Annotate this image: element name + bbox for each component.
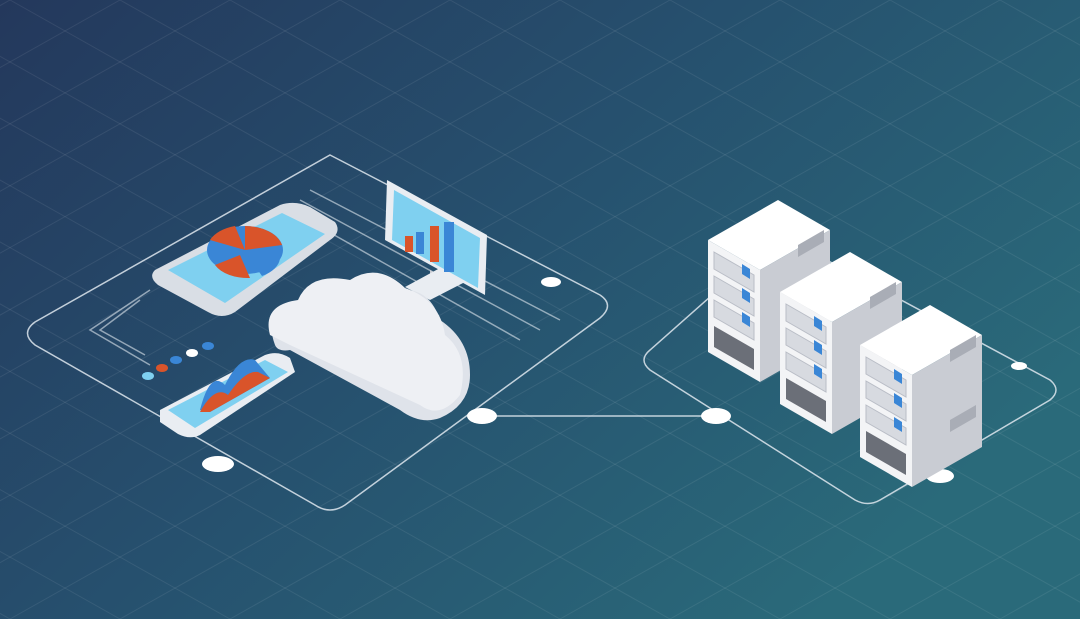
node	[202, 342, 214, 350]
node	[186, 349, 198, 357]
node	[170, 356, 182, 364]
grid-line	[0, 0, 341, 192]
node	[142, 372, 154, 380]
node	[467, 408, 497, 424]
right-circuit-outline	[643, 234, 1057, 505]
grid-line	[0, 55, 1001, 619]
monitor-bar-chart	[385, 180, 487, 300]
node	[202, 456, 234, 472]
network-nodes	[142, 277, 1027, 483]
grid-line	[0, 0, 451, 254]
grid-line	[0, 488, 231, 619]
grid-line	[669, 387, 1080, 619]
grid-line	[449, 0, 1080, 356]
node	[541, 277, 561, 287]
grid-line	[559, 325, 1080, 619]
grid-line	[119, 78, 1080, 619]
grid-line	[0, 0, 561, 316]
node	[156, 364, 168, 372]
grid-line	[889, 511, 1080, 619]
grid-line	[559, 0, 1080, 294]
grid-line	[669, 0, 1080, 232]
grid-line	[9, 0, 1080, 603]
grid-line	[0, 365, 451, 619]
grid-line	[9, 16, 1080, 619]
grid-line	[449, 263, 1080, 619]
cloud-icon	[268, 272, 470, 421]
server-rack-icon	[860, 305, 982, 487]
server-racks	[708, 200, 982, 487]
grid-line	[0, 303, 561, 619]
grid-line	[0, 0, 231, 131]
grid-line	[119, 0, 1080, 541]
grid-line	[0, 427, 341, 619]
node	[701, 408, 731, 424]
node	[1011, 362, 1027, 370]
grid-line	[779, 0, 1080, 170]
grid-line	[0, 0, 1001, 564]
tablet-pie-chart	[152, 202, 338, 316]
grid-line	[779, 449, 1080, 619]
phone-area-chart	[160, 353, 295, 438]
grid-line	[889, 0, 1080, 108]
